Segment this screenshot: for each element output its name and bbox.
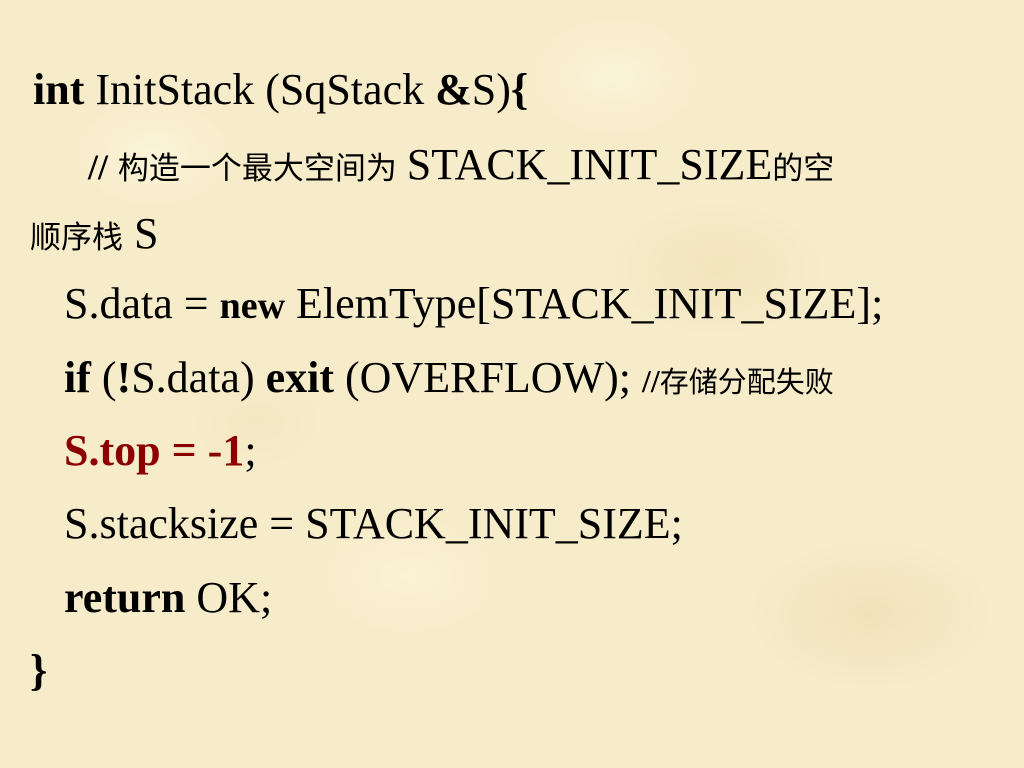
code-line-allocate: S.data = new ElemType[STACK_INIT_SIZE];: [64, 278, 883, 332]
comment-constant: STACK_INIT_SIZE: [406, 140, 773, 189]
keyword-if: if: [64, 353, 91, 402]
keyword-new: new: [219, 285, 286, 327]
if-condition: S.data): [131, 353, 266, 402]
code-line-set-top: S.top = -1;: [64, 425, 257, 477]
code-line-set-stacksize: S.stacksize = STACK_INIT_SIZE;: [64, 498, 683, 550]
exit-args: (OVERFLOW);: [334, 353, 642, 402]
comment-slashes: //: [88, 147, 109, 187]
allocate-lhs: S.data =: [64, 279, 220, 328]
keyword-exit: exit: [265, 353, 335, 402]
code-line-comment-part2: 顺序栈 S: [30, 208, 158, 264]
open-brace: {: [510, 65, 529, 114]
code-line-return: return OK;: [64, 572, 272, 624]
not-operator: !: [116, 353, 132, 402]
parameter-name: S): [471, 65, 511, 114]
keyword-int: int: [33, 65, 85, 114]
comment-alloc-fail-cn: 存储分配失败: [659, 365, 834, 399]
allocate-rhs: ElemType[STACK_INIT_SIZE];: [285, 279, 884, 328]
return-value: OK;: [185, 573, 273, 622]
comment-variable: S: [123, 209, 159, 258]
comment-text-cn-tail: 的空: [772, 151, 835, 187]
statement-semicolon: ;: [244, 426, 257, 475]
code-line-function-header: int InitStack (SqStack &S){: [33, 64, 528, 116]
comment-text-cn: 构造一个最大空间为: [108, 151, 407, 187]
if-paren: (: [90, 353, 117, 402]
close-brace: }: [30, 646, 48, 695]
comment-text-cn-continued: 顺序栈: [30, 220, 123, 256]
reference-ampersand: &: [435, 65, 472, 114]
function-signature: InitStack (SqStack: [84, 65, 436, 114]
highlighted-top-assignment: S.top = -1: [64, 426, 245, 475]
comment-slashes-2: //: [641, 363, 660, 399]
stacksize-assignment: S.stacksize = STACK_INIT_SIZE;: [64, 499, 683, 548]
code-line-overflow-check: if (!S.data) exit (OVERFLOW); //存储分配失败: [64, 352, 834, 408]
code-line-close-brace: }: [30, 645, 47, 697]
keyword-return: return: [64, 573, 186, 622]
code-line-comment-part1: // 构造一个最大空间为 STACK_INIT_SIZE的空: [88, 139, 834, 195]
